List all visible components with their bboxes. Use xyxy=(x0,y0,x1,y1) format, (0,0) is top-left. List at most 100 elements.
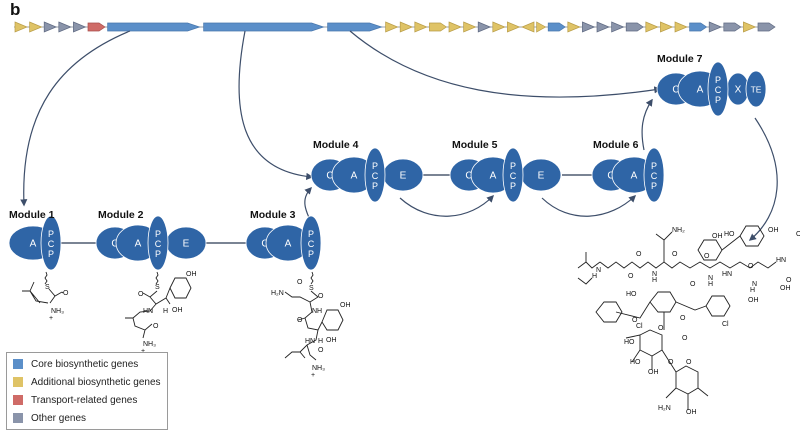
module-label-4: Module 4 xyxy=(313,139,359,151)
gene-cluster xyxy=(14,21,776,33)
gene-arrow-additional xyxy=(660,21,674,33)
domain-label: C xyxy=(308,239,315,249)
phenol-ring xyxy=(169,277,192,299)
gene-arrow-core xyxy=(107,22,201,32)
legend-item-transport: Transport-related genes xyxy=(13,393,137,407)
product-atom-label: O xyxy=(636,251,642,258)
domain-label: C xyxy=(715,85,722,95)
domain-label: P xyxy=(510,181,516,191)
gene-arrow-other xyxy=(477,21,492,33)
domain-label: P xyxy=(715,95,721,105)
gene-arrow-other xyxy=(43,21,58,33)
gene-to-module-arrows xyxy=(20,30,778,241)
domain-label: P xyxy=(48,249,54,259)
gene-arrow-other xyxy=(73,21,87,33)
hydroxyl-label: OH xyxy=(326,337,337,344)
domain-label: C xyxy=(48,239,55,249)
domain-pcp xyxy=(300,215,322,271)
gene-arrow-core xyxy=(689,22,708,32)
leucine-skeleton xyxy=(22,281,63,304)
additional-swatch-icon xyxy=(13,377,23,387)
legend-label: Transport-related genes xyxy=(31,394,138,406)
domain-label: A xyxy=(490,171,497,182)
gene-arrow-additional xyxy=(414,21,428,33)
oxygen-label: O xyxy=(153,323,159,330)
gene-arrow-additional xyxy=(429,22,448,32)
legend-label: Additional biosynthetic genes xyxy=(31,376,161,388)
product-atom-label: O xyxy=(668,359,674,366)
product-atom-label: H xyxy=(592,273,597,280)
phenol-ring xyxy=(321,309,344,331)
domain-label: A xyxy=(697,85,704,96)
product-atom-label: Cl xyxy=(722,321,729,328)
domain-label: TE xyxy=(751,85,762,95)
module3-skeleton xyxy=(284,290,323,361)
domain-label: E xyxy=(400,171,407,182)
carbonyl-bond xyxy=(61,291,64,294)
panel-label: b xyxy=(10,0,21,19)
module3-intermediate xyxy=(284,271,344,361)
domain-label: C xyxy=(465,171,472,182)
gene-arrow-additional xyxy=(521,21,535,33)
domain-label: P xyxy=(372,161,378,171)
product-atom-label: HN xyxy=(722,271,732,278)
oxygen-label: O xyxy=(318,347,324,354)
product-atom-label: HN xyxy=(776,257,786,264)
hydroxyl-label: OH xyxy=(340,302,351,309)
product-atom-label: H xyxy=(652,277,657,284)
domain-label: C xyxy=(672,85,679,96)
domain-label: C xyxy=(607,171,614,182)
domain-label: P xyxy=(372,181,378,191)
product-atom-label: NH₂ xyxy=(672,227,685,234)
product-atom-label: O xyxy=(628,273,634,280)
charge-label: + xyxy=(311,372,315,379)
product-atom-label: O xyxy=(680,315,686,322)
sulfur-label: S xyxy=(155,284,160,291)
domain-label: C xyxy=(372,171,379,181)
peptide-backbone xyxy=(577,252,777,285)
domain-label: A xyxy=(351,171,358,182)
domain-label: A xyxy=(285,239,292,250)
gene-arrow-additional xyxy=(399,21,414,33)
domain-label: A xyxy=(135,239,142,250)
gene-arrow-additional xyxy=(536,21,547,33)
gene-arrow-other xyxy=(757,22,776,32)
gene-arrow-additional xyxy=(507,21,521,33)
product-atom-label: H xyxy=(750,287,755,294)
product-atom-label: H₂N xyxy=(658,405,671,412)
product-atom-label: O xyxy=(704,253,710,260)
thioester-wavy-bond xyxy=(310,271,314,285)
product-atom-label: OH xyxy=(686,409,697,416)
product-atom-label: N xyxy=(708,275,713,282)
vancomycin-product xyxy=(577,225,777,410)
sulfur-label: S xyxy=(309,285,314,292)
nh-label: NH xyxy=(312,308,322,315)
thioester-wavy-bond xyxy=(44,271,48,285)
arrow-gene-to-module4 xyxy=(238,30,314,181)
domain-pcp xyxy=(147,215,169,271)
domain-label: A xyxy=(631,171,638,182)
oxygen-label: O xyxy=(318,293,324,300)
domain-label: P xyxy=(48,229,54,239)
domain-label: P xyxy=(651,181,657,191)
module-linkers xyxy=(60,174,597,244)
gene-arrow-other xyxy=(58,21,72,33)
oxygen-label: O xyxy=(297,317,303,324)
domain-label: C xyxy=(155,239,162,249)
aromatic-ring-3 xyxy=(705,295,731,317)
nh-label: HN xyxy=(305,338,315,345)
module-label-6: Module 6 xyxy=(593,139,639,151)
gene-arrow-additional xyxy=(29,21,43,33)
legend: Core biosynthetic genes Additional biosy… xyxy=(6,352,168,430)
legend-label: Core biosynthetic genes xyxy=(31,358,139,370)
domain-pcp xyxy=(40,215,62,271)
module-label-2: Module 2 xyxy=(98,209,144,221)
arrow-module4-to-module5 xyxy=(399,194,494,217)
legend-item-additional: Additional biosynthetic genes xyxy=(13,375,161,389)
gene-arrow-additional xyxy=(567,21,581,33)
domain-te xyxy=(745,70,767,108)
